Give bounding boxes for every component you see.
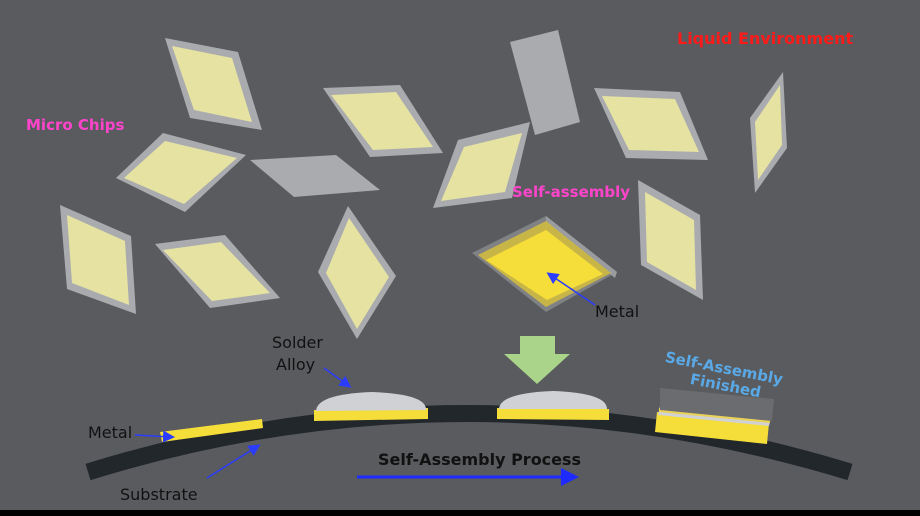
micro-chip-1 [165, 38, 262, 130]
metal-substrate-label: Metal [88, 423, 133, 442]
micro-chip-10 [155, 235, 280, 308]
micro-chip-4 [594, 88, 708, 160]
micro-chip-9 [60, 205, 136, 314]
micro-chip-12 [638, 180, 703, 300]
process-label: Self-Assembly Process [378, 450, 582, 469]
solder-bump-2 [499, 391, 607, 409]
micro-chip-11 [318, 206, 396, 339]
metal-pad-left [160, 419, 263, 442]
metal-chip-label: Metal [595, 302, 640, 321]
metal-pad-mid [314, 408, 428, 421]
micro-chip-6 [116, 133, 246, 212]
substrate-pointer [206, 444, 261, 479]
assembled-chip [655, 388, 774, 444]
micro-chip-2 [323, 85, 443, 157]
micro-chips-label: Micro Chips [26, 116, 125, 134]
micro-chip-7 [250, 155, 380, 197]
self-assembly-chip [472, 216, 617, 312]
down-arrow-icon [504, 336, 570, 384]
substrate-label: Substrate [120, 485, 198, 504]
solder-alloy-label-line1: Solder [272, 333, 323, 352]
substrate-curve [85, 405, 853, 481]
metal-chip-pointer [546, 272, 596, 306]
micro-chip-8 [433, 122, 530, 208]
metal-pad-right [497, 408, 609, 420]
self-assembly-label: Self-assembly [512, 183, 631, 201]
liquid-environment-label: Liquid Environment [677, 29, 854, 48]
solder-alloy-label-line2: Alloy [276, 355, 316, 374]
metal-substrate-pointer [134, 430, 175, 443]
solder-pointer [323, 367, 352, 388]
micro-chip-5 [750, 72, 787, 193]
solder-bump-1 [316, 392, 427, 411]
micro-chip-3 [510, 30, 580, 135]
